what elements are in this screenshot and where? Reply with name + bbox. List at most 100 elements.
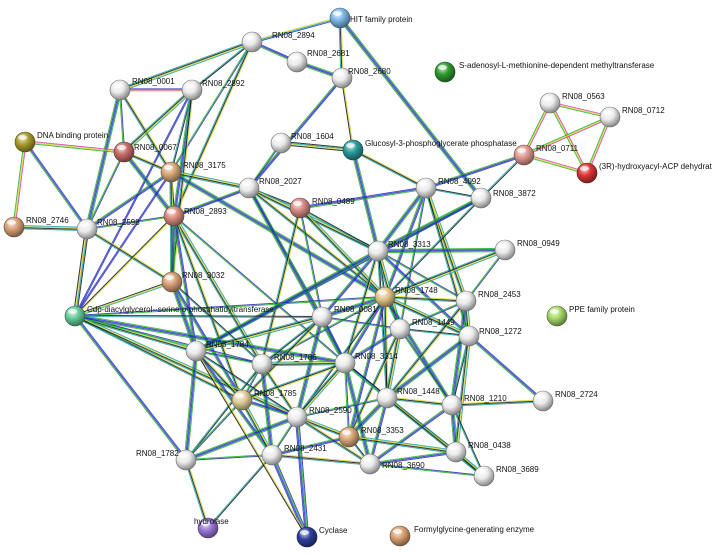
node-bubble[interactable] [415, 177, 437, 199]
node-g3p[interactable]: Glucosyl-3-phosphoglycerate phosphatase [342, 139, 517, 161]
node-n1449[interactable]: RN08_1449 [389, 318, 455, 340]
node-bubble[interactable] [376, 387, 398, 409]
node-n0711[interactable]: RN08_0711 [513, 144, 579, 166]
node-n3032[interactable]: RN08_3032 [161, 271, 225, 293]
node-n1448[interactable]: RN08_1448 [376, 387, 440, 409]
node-bubble[interactable] [494, 239, 516, 261]
node-bubble[interactable] [455, 290, 477, 312]
node-bubble[interactable] [181, 79, 203, 101]
node-bubble[interactable] [458, 325, 480, 347]
node-n0712[interactable]: RN08_0712 [599, 106, 665, 128]
node-bubble[interactable] [367, 240, 389, 262]
node-bubble[interactable] [374, 286, 396, 308]
node-bubble[interactable] [289, 197, 311, 219]
node-bubble[interactable] [251, 353, 273, 375]
node-bubble[interactable] [160, 161, 182, 183]
node-n3353[interactable]: RN08_3353 [338, 426, 404, 448]
node-n1748[interactable]: RN08_1748 [374, 286, 438, 308]
node-sam[interactable]: S-adenosyl-L-methionine-dependent methyl… [434, 61, 655, 83]
node-n3313[interactable]: RN08_3313 [367, 240, 431, 262]
node-bubble[interactable] [3, 216, 25, 238]
node-n0563[interactable]: RN08_0563 [539, 92, 605, 114]
node-n2724[interactable]: RN08_2724 [532, 390, 598, 412]
node-bubble[interactable] [338, 426, 360, 448]
node-n3175[interactable]: RN08_3175 [160, 161, 226, 183]
node-n1784[interactable]: RN08_1784 [185, 340, 249, 362]
node-bubble[interactable] [441, 394, 463, 416]
node-bubble[interactable] [161, 271, 183, 293]
node-bubble[interactable] [270, 132, 292, 154]
node-n2431[interactable]: RN08_2431 [261, 444, 327, 466]
node-n1782[interactable]: RN08_1782 [136, 449, 197, 471]
node-n0489[interactable]: RN08_0489 [289, 197, 355, 219]
node-bubble[interactable] [334, 352, 356, 374]
node-bubble[interactable] [539, 92, 561, 114]
node-n1786[interactable]: RN08_1786 [251, 353, 317, 375]
node-bubble[interactable] [109, 79, 131, 101]
node-bubble[interactable] [76, 218, 98, 240]
node-n3689[interactable]: RN08_3689 [473, 465, 539, 487]
node-bubble[interactable] [163, 205, 185, 227]
node-bubble[interactable] [238, 177, 260, 199]
node-n1272[interactable]: RN08_1272 [458, 325, 522, 347]
node-n0438[interactable]: RN08_0438 [445, 441, 511, 463]
node-n2894[interactable]: RN08_2894 [241, 31, 315, 53]
node-bubble[interactable] [175, 449, 197, 471]
node-bubble[interactable] [599, 106, 621, 128]
node-bubble[interactable] [185, 340, 207, 362]
node-n0949[interactable]: RN08_0949 [494, 239, 560, 261]
node-bubble[interactable] [445, 441, 467, 463]
node-ppe[interactable]: PPE family protein [546, 305, 635, 327]
edge-line [425, 153, 524, 188]
node-dehyd[interactable]: (3R)-hydroxyacyl-ACP dehydratase [576, 162, 712, 184]
node-bubble[interactable] [389, 318, 411, 340]
node-n2746[interactable]: RN08_2746 [3, 216, 69, 238]
node-hydro[interactable]: hydrolase [194, 517, 229, 539]
node-bubble[interactable] [286, 406, 308, 428]
node-bubble[interactable] [311, 306, 333, 328]
node-bubble[interactable] [470, 187, 492, 209]
node-fge[interactable]: Formylglycine-generating enzyme [389, 525, 535, 547]
node-cdp[interactable]: Cdp-diacylglycerol--serine o-phosphatidy… [64, 305, 274, 327]
node-bubble[interactable] [64, 305, 86, 327]
node-bubble[interactable] [329, 7, 351, 29]
node-n3872[interactable]: RN08_3872 [470, 187, 536, 209]
node-bubble[interactable] [513, 144, 535, 166]
node-bubble[interactable] [434, 61, 456, 83]
node-hit[interactable]: HIT family protein [329, 7, 413, 29]
node-n2892[interactable]: RN08_2892 [181, 79, 245, 101]
node-cyc[interactable]: Cyclase [296, 526, 348, 548]
node-bubble[interactable] [576, 162, 598, 184]
node-bubble[interactable] [473, 465, 495, 487]
node-bubble[interactable] [261, 444, 283, 466]
node-bubble[interactable] [389, 525, 411, 547]
node-n2027[interactable]: RN08_2027 [238, 177, 302, 199]
node-n3314[interactable]: RN08_3314 [334, 352, 398, 374]
node-bubble[interactable] [286, 51, 308, 73]
node-bubble[interactable] [296, 526, 318, 548]
node-bubble[interactable] [359, 453, 381, 475]
node-n1210[interactable]: RN08_1210 [441, 394, 507, 416]
node-dna[interactable]: DNA binding protein [14, 131, 108, 153]
node-n2681[interactable]: RN08_2681 [286, 49, 350, 73]
node-bubble[interactable] [231, 389, 253, 411]
node-n4092[interactable]: RN08_4092 [415, 177, 481, 199]
node-bubble[interactable] [342, 139, 364, 161]
node-n2680[interactable]: RN08_2680 [331, 67, 391, 89]
node-bubble[interactable] [14, 131, 36, 153]
node-n2598[interactable]: RN08_2598 [76, 218, 140, 240]
node-n0067[interactable]: RN08_0067 [113, 141, 177, 163]
node-n1604[interactable]: RN08_1604 [270, 132, 334, 154]
node-bubble[interactable] [532, 390, 554, 412]
node-n2590[interactable]: RN08_2590 [286, 406, 352, 428]
node-n3690[interactable]: RN08_3690 [359, 453, 425, 475]
node-n1785[interactable]: RN08_1785 [231, 389, 297, 411]
node-bubble[interactable] [241, 31, 263, 53]
edge-line [124, 90, 194, 154]
node-n2453[interactable]: RN08_2453 [455, 290, 521, 312]
node-bubble[interactable] [546, 305, 568, 327]
node-n0001[interactable]: RN08_0001 [109, 77, 175, 101]
node-n2893[interactable]: RN08_2893 [163, 205, 227, 227]
node-n0081[interactable]: RN08_0081 [311, 305, 377, 328]
node-bubble[interactable] [113, 141, 135, 163]
